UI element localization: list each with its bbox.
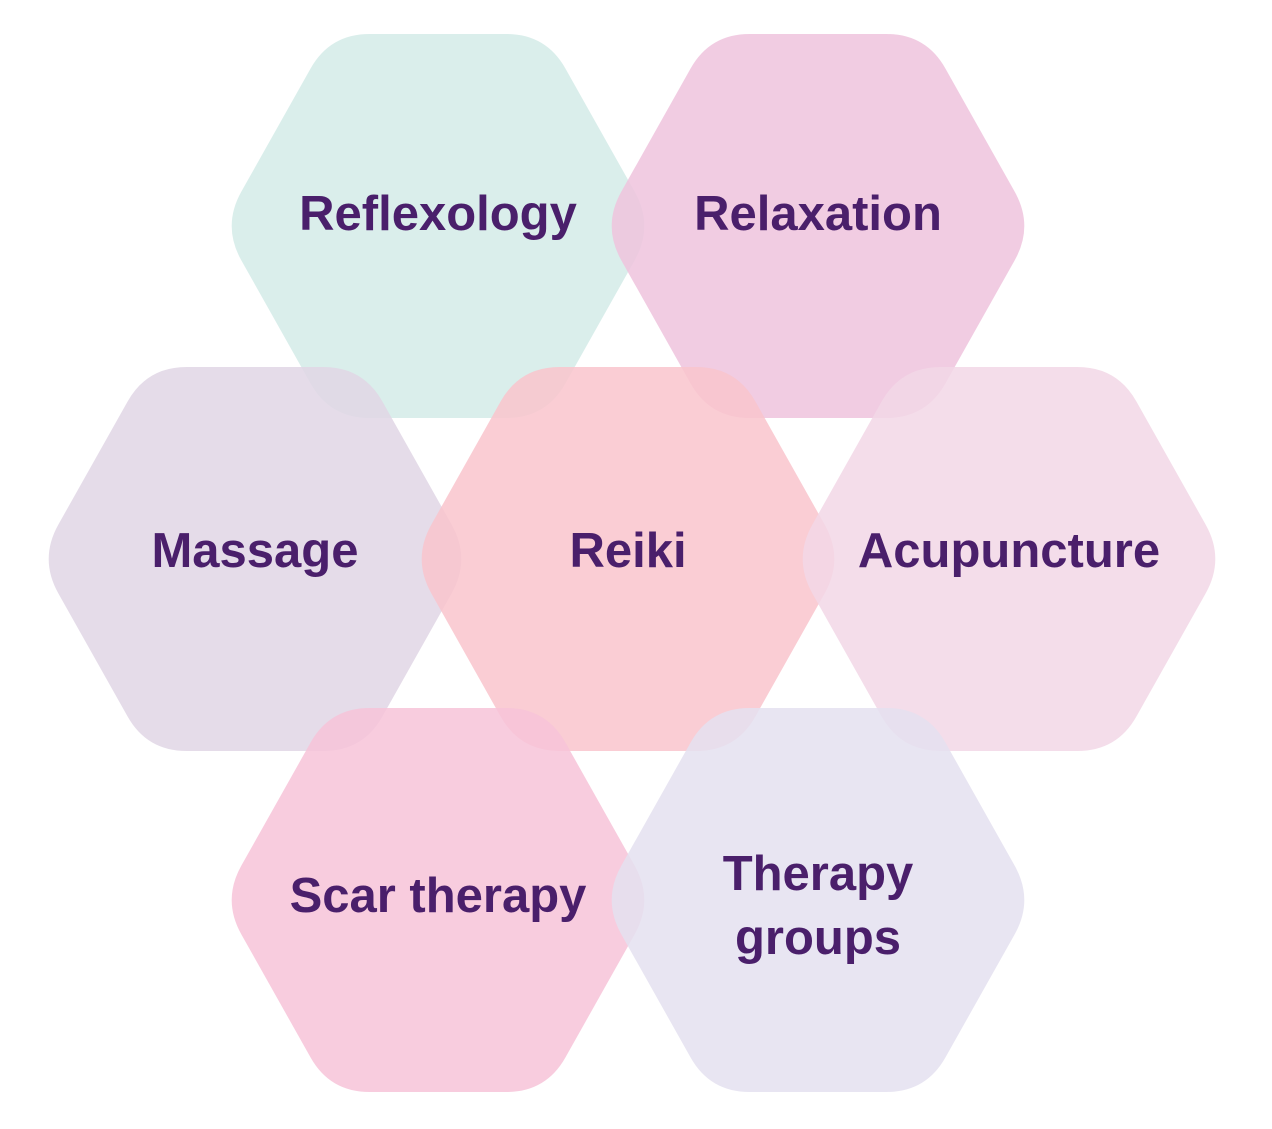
hexagon-reiki [421,367,835,751]
hexagon-label-massage: Massage [151,524,358,578]
hexagon-label-therapy-groups: Therapy groups [723,847,914,965]
hexagon-reflexology [231,34,645,418]
hexagon-label-line: Relaxation [694,187,942,241]
hexagon-scar-therapy [231,708,645,1092]
hexagon-label-reflexology: Reflexology [299,187,577,241]
hexagon-label-line: Therapy [723,847,914,901]
hexagon-label-line: Massage [151,524,358,578]
hexagon-label-line: Acupuncture [858,524,1160,578]
hexagon-massage [48,367,462,751]
hexagon-therapy-groups [611,708,1025,1092]
hexagon-acupuncture [802,367,1216,751]
hexagon-relaxation [611,34,1025,418]
hexagon-label-acupuncture: Acupuncture [858,524,1160,578]
hexagon-label-line: Reiki [569,524,686,578]
hexagon-label-scar-therapy: Scar therapy [290,869,587,923]
hexagon-label-reiki: Reiki [569,524,686,578]
hexagon-label-line: Scar therapy [290,869,587,923]
hexagon-label-line: Reflexology [299,187,577,241]
hexagon-label-relaxation: Relaxation [694,187,942,241]
hexagon-layer [48,34,1216,1092]
hexagon-label-line: groups [735,911,901,965]
